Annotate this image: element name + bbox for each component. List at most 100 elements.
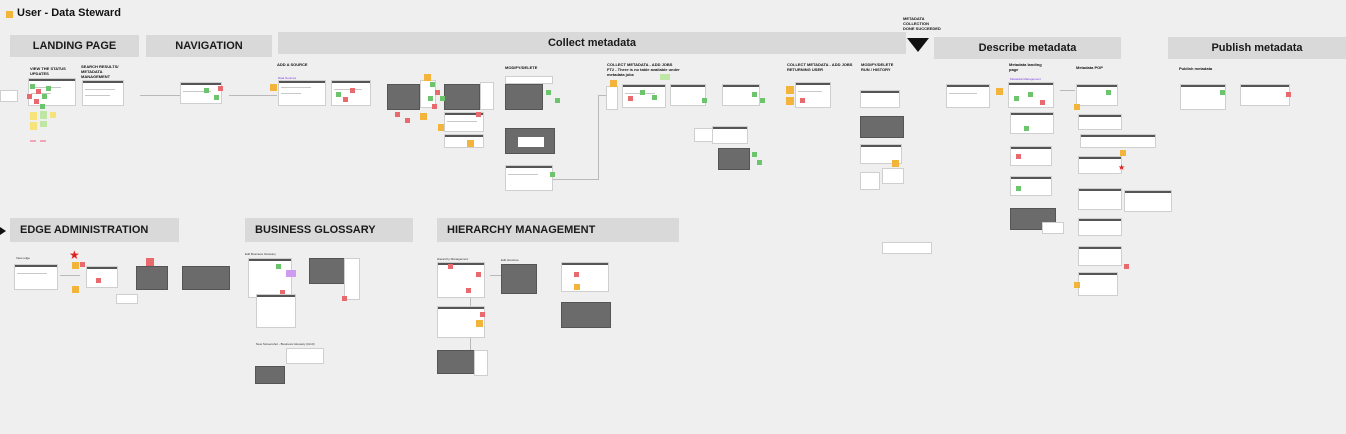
sticky-note[interactable] [1120, 150, 1126, 156]
screen-frame[interactable] [670, 84, 706, 106]
modal-screen[interactable] [444, 84, 480, 110]
sticky-note[interactable] [30, 140, 36, 142]
screen-frame[interactable] [561, 262, 609, 292]
screen-frame[interactable] [1010, 176, 1052, 196]
screen-frame[interactable] [82, 80, 124, 106]
sticky-note[interactable] [286, 270, 296, 277]
screen-frame[interactable] [1078, 114, 1122, 130]
sticky-note[interactable] [757, 160, 762, 165]
sticky-note[interactable] [280, 290, 285, 295]
modal-screen[interactable] [718, 148, 750, 170]
sticky-note[interactable] [786, 86, 794, 94]
sticky-note[interactable] [270, 84, 277, 91]
screen-frame[interactable] [1078, 156, 1122, 174]
sticky-note[interactable] [574, 284, 580, 290]
sticky-note[interactable] [1016, 186, 1021, 191]
section-publish-metadata[interactable]: Publish metadata [1168, 37, 1346, 59]
screen-frame[interactable] [1010, 146, 1052, 166]
screen-frame[interactable] [860, 90, 900, 108]
sticky-note[interactable] [640, 90, 645, 95]
sticky-note[interactable] [1040, 100, 1045, 105]
section-collect-metadata[interactable]: Collect metadata [278, 32, 906, 54]
sticky-note[interactable] [1074, 104, 1080, 110]
section-navigation[interactable]: NAVIGATION [146, 35, 272, 57]
screen-frame[interactable] [712, 126, 748, 144]
sticky-note[interactable] [342, 296, 347, 301]
sticky-note[interactable] [343, 97, 348, 102]
screen-frame[interactable] [1240, 84, 1290, 106]
screen-frame[interactable] [256, 294, 296, 328]
modal-screen[interactable] [309, 258, 345, 284]
sticky-note[interactable] [550, 172, 555, 177]
sticky-note[interactable] [30, 122, 37, 130]
screen-frame[interactable] [882, 242, 932, 254]
screen-frame[interactable] [606, 86, 618, 110]
sticky-note[interactable] [336, 92, 341, 97]
sticky-note[interactable] [72, 286, 79, 293]
sticky-note[interactable] [1286, 92, 1291, 97]
screen-frame[interactable] [474, 350, 488, 376]
sticky-note[interactable] [652, 95, 657, 100]
modal-screen[interactable] [860, 116, 904, 138]
sticky-note[interactable] [438, 124, 445, 131]
section-describe-metadata[interactable]: Describe metadata [934, 37, 1121, 59]
sticky-note[interactable] [892, 160, 899, 167]
section-hierarchy-management[interactable]: HIERARCHY MANAGEMENT [437, 218, 679, 242]
sticky-note[interactable] [420, 113, 427, 120]
section-business-glossary[interactable]: BUSINESS GLOSSARY [245, 218, 413, 242]
sticky-note[interactable] [405, 118, 410, 123]
sticky-note[interactable] [350, 88, 355, 93]
sticky-note[interactable] [1106, 90, 1111, 95]
screen-frame[interactable] [1080, 134, 1156, 148]
modal-screen[interactable] [501, 264, 537, 294]
screen-frame[interactable] [86, 266, 118, 288]
sticky-note[interactable] [80, 262, 85, 267]
section-edge-administration[interactable]: EDGE ADMINISTRATION [10, 218, 179, 242]
sticky-note[interactable] [752, 152, 757, 157]
sticky-note[interactable] [555, 98, 560, 103]
section-landing-page[interactable]: LANDING PAGE [10, 35, 139, 57]
modal-screen[interactable] [136, 266, 168, 290]
sticky-note[interactable] [214, 95, 219, 100]
sticky-note[interactable] [96, 278, 101, 283]
screen-frame[interactable] [248, 258, 292, 298]
screen-frame[interactable] [1078, 188, 1122, 210]
sticky-note[interactable] [546, 90, 551, 95]
screen-frame[interactable] [1042, 222, 1064, 234]
screen-frame[interactable] [860, 172, 880, 190]
sticky-note[interactable] [146, 258, 154, 266]
screen-frame[interactable] [1180, 84, 1226, 110]
screen-frame[interactable] [946, 84, 990, 108]
sticky-note[interactable] [1220, 90, 1225, 95]
sticky-note[interactable] [702, 98, 707, 103]
screen-frame[interactable] [1124, 190, 1172, 212]
sticky-note[interactable] [610, 80, 617, 87]
sticky-note[interactable] [476, 320, 483, 327]
sticky-note[interactable] [36, 89, 41, 94]
modal-screen[interactable] [255, 366, 285, 384]
sticky-note[interactable] [40, 140, 46, 142]
sticky-note[interactable] [40, 111, 47, 119]
screen-frame[interactable] [116, 294, 138, 304]
screen-frame[interactable] [480, 82, 494, 110]
screen-frame[interactable] [286, 348, 324, 364]
sticky-note[interactable] [996, 88, 1003, 95]
screen-frame[interactable] [444, 134, 484, 148]
screen-frame[interactable] [444, 112, 484, 132]
screen-frame[interactable] [344, 258, 360, 300]
sticky-note[interactable] [40, 104, 45, 109]
sticky-note[interactable] [50, 112, 56, 118]
screen-frame[interactable] [1078, 218, 1122, 236]
sticky-note[interactable] [574, 272, 579, 277]
modal-screen[interactable] [505, 84, 543, 110]
screen-frame[interactable] [882, 168, 904, 184]
sticky-note[interactable] [218, 86, 223, 91]
modal-screen[interactable] [182, 266, 230, 290]
sticky-note[interactable] [1124, 264, 1129, 269]
sticky-note[interactable] [40, 121, 47, 127]
screen-frame[interactable] [14, 264, 58, 290]
sticky-note[interactable] [72, 262, 79, 269]
screen-frame[interactable] [278, 80, 326, 106]
sticky-note[interactable] [1016, 154, 1021, 159]
sticky-note[interactable] [448, 264, 453, 269]
